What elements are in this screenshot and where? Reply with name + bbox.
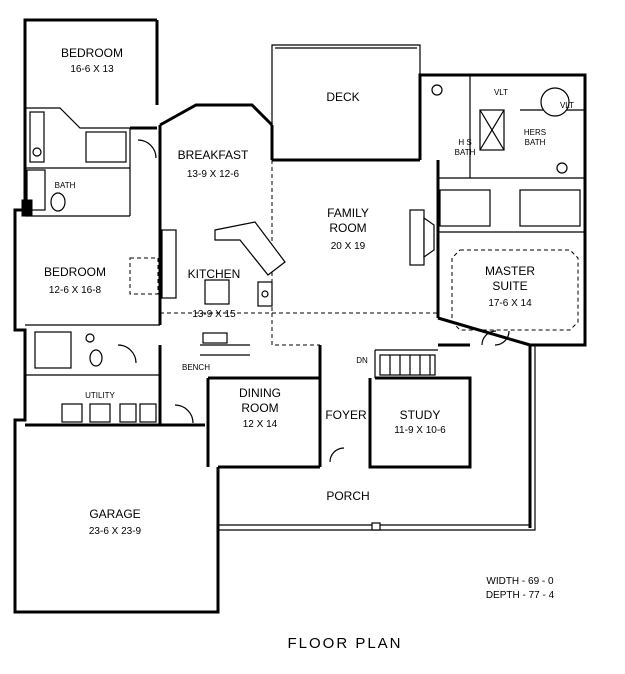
kitchen-fixtures: [161, 221, 286, 344]
room-label-line1: MASTER: [485, 264, 535, 278]
master-bath-fixtures: [431, 84, 581, 227]
room-dimensions: 13-9 X 15: [192, 309, 236, 320]
room-dimensions: 12-6 X 16-8: [49, 285, 102, 296]
room-dimensions: 17-6 X 14: [488, 298, 532, 309]
room-label: GARAGE: [89, 507, 140, 521]
fireplace: [409, 209, 435, 266]
utility-label: UTILITY: [85, 391, 115, 400]
door-swings: [117, 139, 510, 463]
room-bedroom-2: BEDROOM 12-6 X 16-8: [44, 265, 106, 296]
room-garage: GARAGE 23-6 X 23-9: [89, 507, 142, 537]
room-label-line1: H S: [458, 138, 471, 147]
room-dimensions: 20 X 19: [331, 241, 366, 252]
room-his-bath: H S BATH: [455, 138, 476, 157]
room-label-line2: SUITE: [492, 279, 527, 293]
room-label: BEDROOM: [61, 46, 123, 60]
room-master-suite: MASTER SUITE 17-6 X 14: [485, 264, 535, 309]
room-dining: DINING ROOM 12 X 14: [239, 386, 281, 430]
room-label-line2: BATH: [455, 148, 476, 157]
room-label-line2: ROOM: [329, 221, 366, 235]
stair-down-label: DN: [356, 356, 368, 365]
room-label-line1: HERS: [524, 128, 546, 137]
porch-label: PORCH: [326, 489, 369, 503]
bath-fixtures: [21, 111, 127, 369]
room-dimensions: 13-9 X 12-6: [187, 169, 240, 180]
foyer-label: FOYER: [325, 408, 367, 422]
room-dimensions: 12 X 14: [243, 419, 278, 430]
room-label-line1: FAMILY: [327, 206, 369, 220]
depth-note: DEPTH - 77 - 4: [486, 590, 555, 601]
room-label: KITCHEN: [188, 267, 241, 281]
room-dimensions: 16-6 X 13: [70, 64, 114, 75]
room-label-line1: DINING: [239, 386, 281, 400]
utility-fixtures: [61, 403, 157, 423]
room-dimensions: 23-6 X 23-9: [89, 526, 142, 537]
stairs: [379, 354, 436, 376]
room-kitchen: KITCHEN 13-9 X 15: [188, 267, 241, 320]
room-family: FAMILY ROOM 20 X 19: [327, 206, 369, 252]
exterior-walls: [13, 18, 587, 614]
room-bedroom-1: BEDROOM 16-6 X 13: [61, 46, 123, 75]
plan-title: FLOOR PLAN: [287, 635, 402, 652]
room-hers-bath: HERS BATH: [524, 128, 546, 147]
room-dimensions: 11-9 X 10-6: [394, 425, 446, 436]
porch-outline: [218, 345, 536, 531]
vlt-master-label: VLT: [494, 88, 508, 97]
room-label: BEDROOM: [44, 265, 106, 279]
deck-label: DECK: [326, 90, 359, 104]
room-label-line2: BATH: [525, 138, 546, 147]
width-note: WIDTH - 69 - 0: [486, 576, 554, 587]
room-breakfast: BREAKFAST 13-9 X 12-6: [178, 148, 249, 180]
room-label: STUDY: [400, 408, 441, 422]
bath-label: BATH: [55, 181, 76, 190]
room-label-line2: ROOM: [241, 401, 278, 415]
deck-outline: [271, 44, 421, 160]
room-study: STUDY 11-9 X 10-6: [394, 408, 446, 436]
bench-label: BENCH: [182, 363, 210, 372]
room-label: BREAKFAST: [178, 148, 249, 162]
vlt-bath-label: VLT: [560, 101, 574, 110]
